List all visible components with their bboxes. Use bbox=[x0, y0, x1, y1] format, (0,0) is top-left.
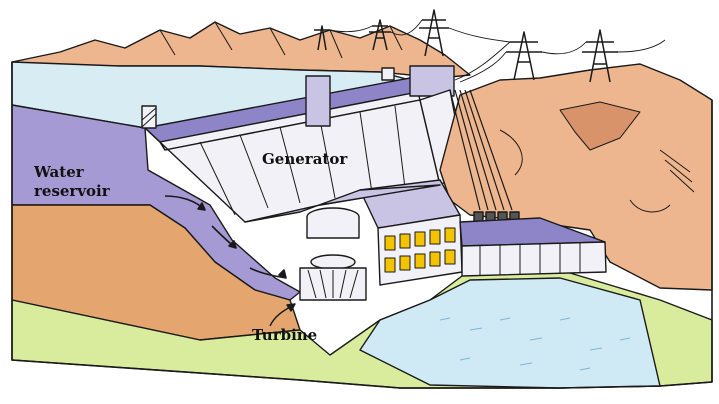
annex-wall bbox=[461, 241, 607, 277]
intake-tower-right bbox=[381, 67, 395, 81]
turbine-label: Turbine bbox=[252, 326, 318, 344]
generator-body bbox=[306, 217, 360, 239]
outflow-water bbox=[359, 277, 661, 389]
flow-arrows bbox=[164, 195, 287, 279]
generator-hall bbox=[244, 184, 441, 223]
mountain-ridge-lines bbox=[159, 21, 403, 59]
water-reservoir-label-line1: Water bbox=[34, 163, 84, 181]
intake-tower-left-hatch bbox=[141, 107, 157, 128]
turbine-pointer-head bbox=[286, 303, 296, 312]
transmission-towers bbox=[314, 9, 618, 83]
foreground-outline bbox=[11, 62, 713, 389]
powerhouse-windows bbox=[384, 227, 456, 273]
cliff-texture bbox=[499, 129, 695, 213]
annex-columns bbox=[479, 243, 581, 275]
turbine-cap bbox=[310, 254, 356, 270]
dam-face-ribs bbox=[199, 105, 406, 216]
turbine-blades bbox=[307, 269, 359, 299]
outflow-ripples bbox=[439, 317, 631, 371]
penstock-pipes bbox=[449, 89, 513, 211]
power-lines bbox=[329, 19, 666, 83]
water-reservoir-label-line2: reservoir bbox=[34, 182, 110, 200]
right-cliff bbox=[439, 63, 713, 291]
generator-label: Generator bbox=[262, 150, 348, 168]
cliff-shading bbox=[559, 101, 641, 151]
intake-tower-center bbox=[305, 75, 331, 127]
